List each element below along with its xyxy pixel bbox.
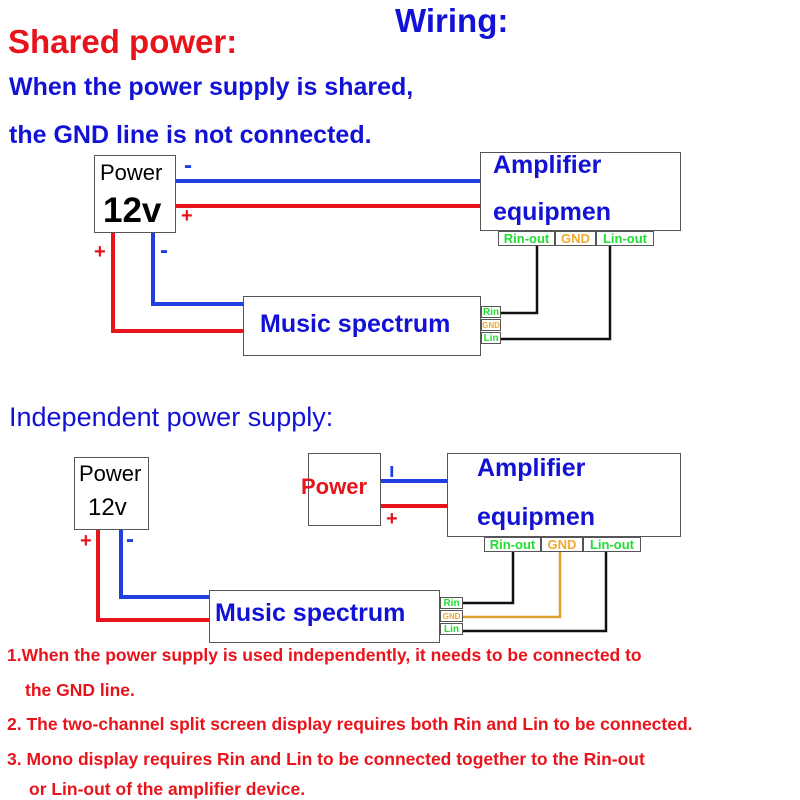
wire-shared-rin [500,246,539,315]
wire-ind-lin [463,550,608,633]
wire-shared-minus-to-music [151,232,244,306]
power-voltage: 12v [103,191,162,230]
wire-ind-rin [463,550,515,605]
wire-ind-plus-to-music [96,530,210,622]
shared-plus-sign-2: + [94,241,106,263]
power-label: Power [100,160,163,185]
ind-music-terminal-lin: Lin [440,623,463,635]
music-spectrum-label: Music spectrum [215,599,406,627]
note-1-line1: 1.When the power supply is used independ… [7,645,642,665]
ind-minus-sign: - [126,526,134,553]
amp-power-label: Power [301,474,368,499]
shared-amp-terminal-rin-out: Rin-out [498,231,555,246]
amp-power-box: Power [301,453,381,526]
shared-amp-terminal-lin-out: Lin-out [596,231,654,246]
wire-ind-minus-to-music [119,530,210,599]
music-spectrum-label: Music spectrum [260,310,451,338]
independent-music-spectrum-box: Music spectrum [209,590,440,643]
note-1-line2: the GND line. [25,680,135,700]
ind-amp-terminal-lin-out: Lin-out [583,537,641,552]
amp-label-line1: Amplifier [493,151,602,179]
amp-power-plus-sign: + [386,508,398,530]
shared-minus-sign-2: - [160,237,168,264]
wire-ind-gnd [463,550,562,619]
shared-power-box: Power 12v [94,155,176,233]
power-voltage: 12v [88,494,127,521]
note-3-line2: or Lin-out of the amplifier device. [29,779,306,799]
amp-label-line1: Amplifier [477,454,586,482]
shared-music-terminal-rin: Rin [481,306,501,318]
page-title: Wiring: [395,2,509,39]
power-label: Power [79,461,142,486]
ind-amp-terminal-rin-out: Rin-out [484,537,541,552]
independent-heading: Independent power supply: [9,402,334,432]
independent-power-box: Power 12v [74,457,149,530]
note-3-line1: 3. Mono display requires Rin and Lin to … [7,749,645,769]
ind-plus-sign: + [80,530,92,552]
shared-minus-sign: - [184,152,192,179]
shared-heading: Shared power: [8,23,238,60]
wire-shared-lin [500,246,612,341]
shared-plus-sign: + [181,205,193,227]
amp-label-line2: equipmen [493,198,612,226]
ind-music-terminal-gnd: GND [440,610,463,622]
amp-power-minus-sign: ı [389,460,395,482]
independent-amplifier-box: Amplifier equipmen [447,453,681,537]
shared-desc-line2: the GND line is not connected. [9,121,372,149]
note-2: 2. The two-channel split screen display … [7,714,693,734]
ind-amp-terminal-gnd: GND [541,537,583,552]
shared-music-terminal-lin: Lin [481,332,501,344]
ind-music-terminal-rin: Rin [440,597,463,609]
shared-music-terminal-gnd: GND [481,319,501,331]
shared-amplifier-box: Amplifier equipmen [480,151,681,231]
shared-music-spectrum-box: Music spectrum [243,296,481,356]
amp-label-line2: equipmen [477,503,596,531]
shared-amp-terminal-gnd: GND [555,231,596,246]
shared-desc-line1: When the power supply is shared, [9,73,414,101]
wire-shared-plus-to-music [111,232,244,333]
